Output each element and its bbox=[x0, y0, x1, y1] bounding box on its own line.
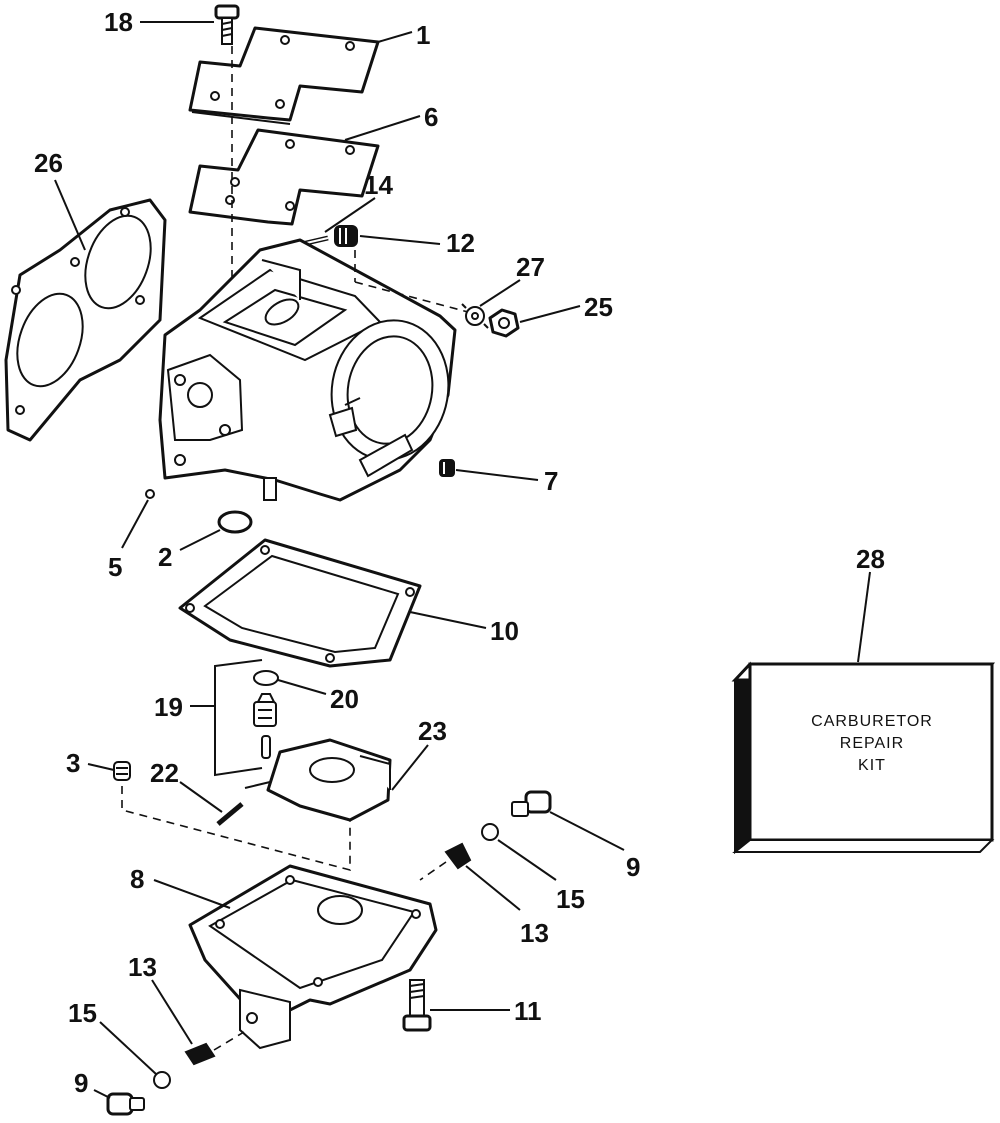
part-1-cover-plate bbox=[188, 26, 380, 125]
callout-28: 28 bbox=[856, 544, 885, 574]
part-2-disc bbox=[217, 510, 253, 534]
part-9-bolt-upper bbox=[511, 790, 552, 817]
part-13-jet-lower bbox=[184, 1031, 245, 1066]
leader-1 bbox=[377, 31, 413, 43]
kit-label-line-3: KIT bbox=[858, 757, 886, 774]
leader-15-lower bbox=[99, 1021, 157, 1075]
callout-1: 1 bbox=[416, 20, 430, 50]
leader-13-lower bbox=[151, 979, 193, 1045]
part-26-flange-gasket bbox=[4, 198, 167, 442]
callout-9-lower: 9 bbox=[74, 1068, 88, 1098]
part-27-lock-washer bbox=[461, 303, 489, 329]
leader-22 bbox=[179, 781, 223, 813]
part-10-bowl-gasket bbox=[178, 538, 422, 668]
kit-label-line-2: REPAIR bbox=[840, 735, 904, 752]
leader-13-upper bbox=[465, 865, 521, 911]
leader-12 bbox=[359, 235, 441, 245]
callout-9-upper: 9 bbox=[626, 852, 640, 882]
leader-9-upper bbox=[549, 811, 625, 851]
part-3-screw bbox=[113, 761, 131, 781]
callout-13-upper: 13 bbox=[520, 918, 549, 948]
callout-7: 7 bbox=[544, 466, 558, 496]
leader-26 bbox=[54, 179, 86, 251]
callout-19: 19 bbox=[154, 692, 183, 722]
part-15-washer-lower bbox=[153, 1071, 171, 1089]
kit-label-line-1: CARBURETOR bbox=[811, 713, 933, 730]
leader-3 bbox=[87, 763, 115, 771]
part-carburetor-body bbox=[158, 238, 457, 502]
alignment-line-27 bbox=[354, 281, 469, 313]
bracket-19 bbox=[214, 659, 263, 777]
callout-3: 3 bbox=[66, 748, 80, 778]
leader-8 bbox=[153, 879, 231, 909]
callout-13-lower: 13 bbox=[128, 952, 157, 982]
leader-6 bbox=[344, 115, 421, 141]
leader-7 bbox=[455, 469, 539, 481]
callout-22: 22 bbox=[150, 758, 179, 788]
part-11-screw bbox=[402, 979, 432, 1032]
callout-11: 11 bbox=[514, 996, 542, 1026]
leader-5 bbox=[121, 499, 149, 549]
part-15-washer-upper bbox=[481, 823, 499, 841]
part-9-bolt-lower bbox=[106, 1092, 145, 1116]
callout-10: 10 bbox=[490, 616, 519, 646]
leader-14 bbox=[324, 197, 376, 233]
callout-2: 2 bbox=[158, 542, 172, 572]
part-22-float-pin bbox=[216, 802, 244, 826]
callout-25: 25 bbox=[584, 292, 613, 322]
leader-28 bbox=[857, 571, 871, 663]
callout-23: 23 bbox=[418, 716, 447, 746]
leader-15-upper bbox=[497, 839, 557, 881]
callout-18: 18 bbox=[104, 7, 133, 37]
part-12-plug bbox=[334, 225, 358, 247]
alignment-line-3 bbox=[121, 786, 351, 872]
leader-10 bbox=[409, 611, 487, 629]
part-18-screw bbox=[214, 4, 240, 45]
callout-27: 27 bbox=[516, 252, 545, 282]
part-5-ball bbox=[145, 489, 155, 499]
callout-15-lower: 15 bbox=[68, 998, 97, 1028]
part-28-repair-kit-box bbox=[731, 661, 995, 855]
leader-25 bbox=[519, 305, 581, 323]
part-7-plug bbox=[439, 459, 455, 477]
part-20-washer bbox=[253, 670, 279, 686]
part-6-gasket-plate bbox=[188, 128, 380, 226]
leader-23 bbox=[391, 744, 429, 791]
callout-5: 5 bbox=[108, 552, 122, 582]
leader-9-lower bbox=[93, 1089, 111, 1099]
part-25-nut bbox=[488, 308, 520, 338]
leader-27 bbox=[479, 279, 521, 307]
callout-15-upper: 15 bbox=[556, 884, 585, 914]
part-needle-seat bbox=[253, 693, 277, 759]
part-23-float bbox=[244, 738, 392, 822]
callout-8: 8 bbox=[130, 864, 144, 894]
callout-20: 20 bbox=[330, 684, 359, 714]
callout-26: 26 bbox=[34, 148, 63, 178]
leader-2 bbox=[179, 529, 221, 551]
part-8-float-bowl bbox=[188, 864, 438, 1050]
leader-20 bbox=[277, 679, 327, 695]
callout-12: 12 bbox=[446, 228, 475, 258]
callout-6: 6 bbox=[424, 102, 438, 132]
part-13-jet-upper bbox=[419, 842, 472, 881]
callout-14: 14 bbox=[364, 170, 393, 200]
